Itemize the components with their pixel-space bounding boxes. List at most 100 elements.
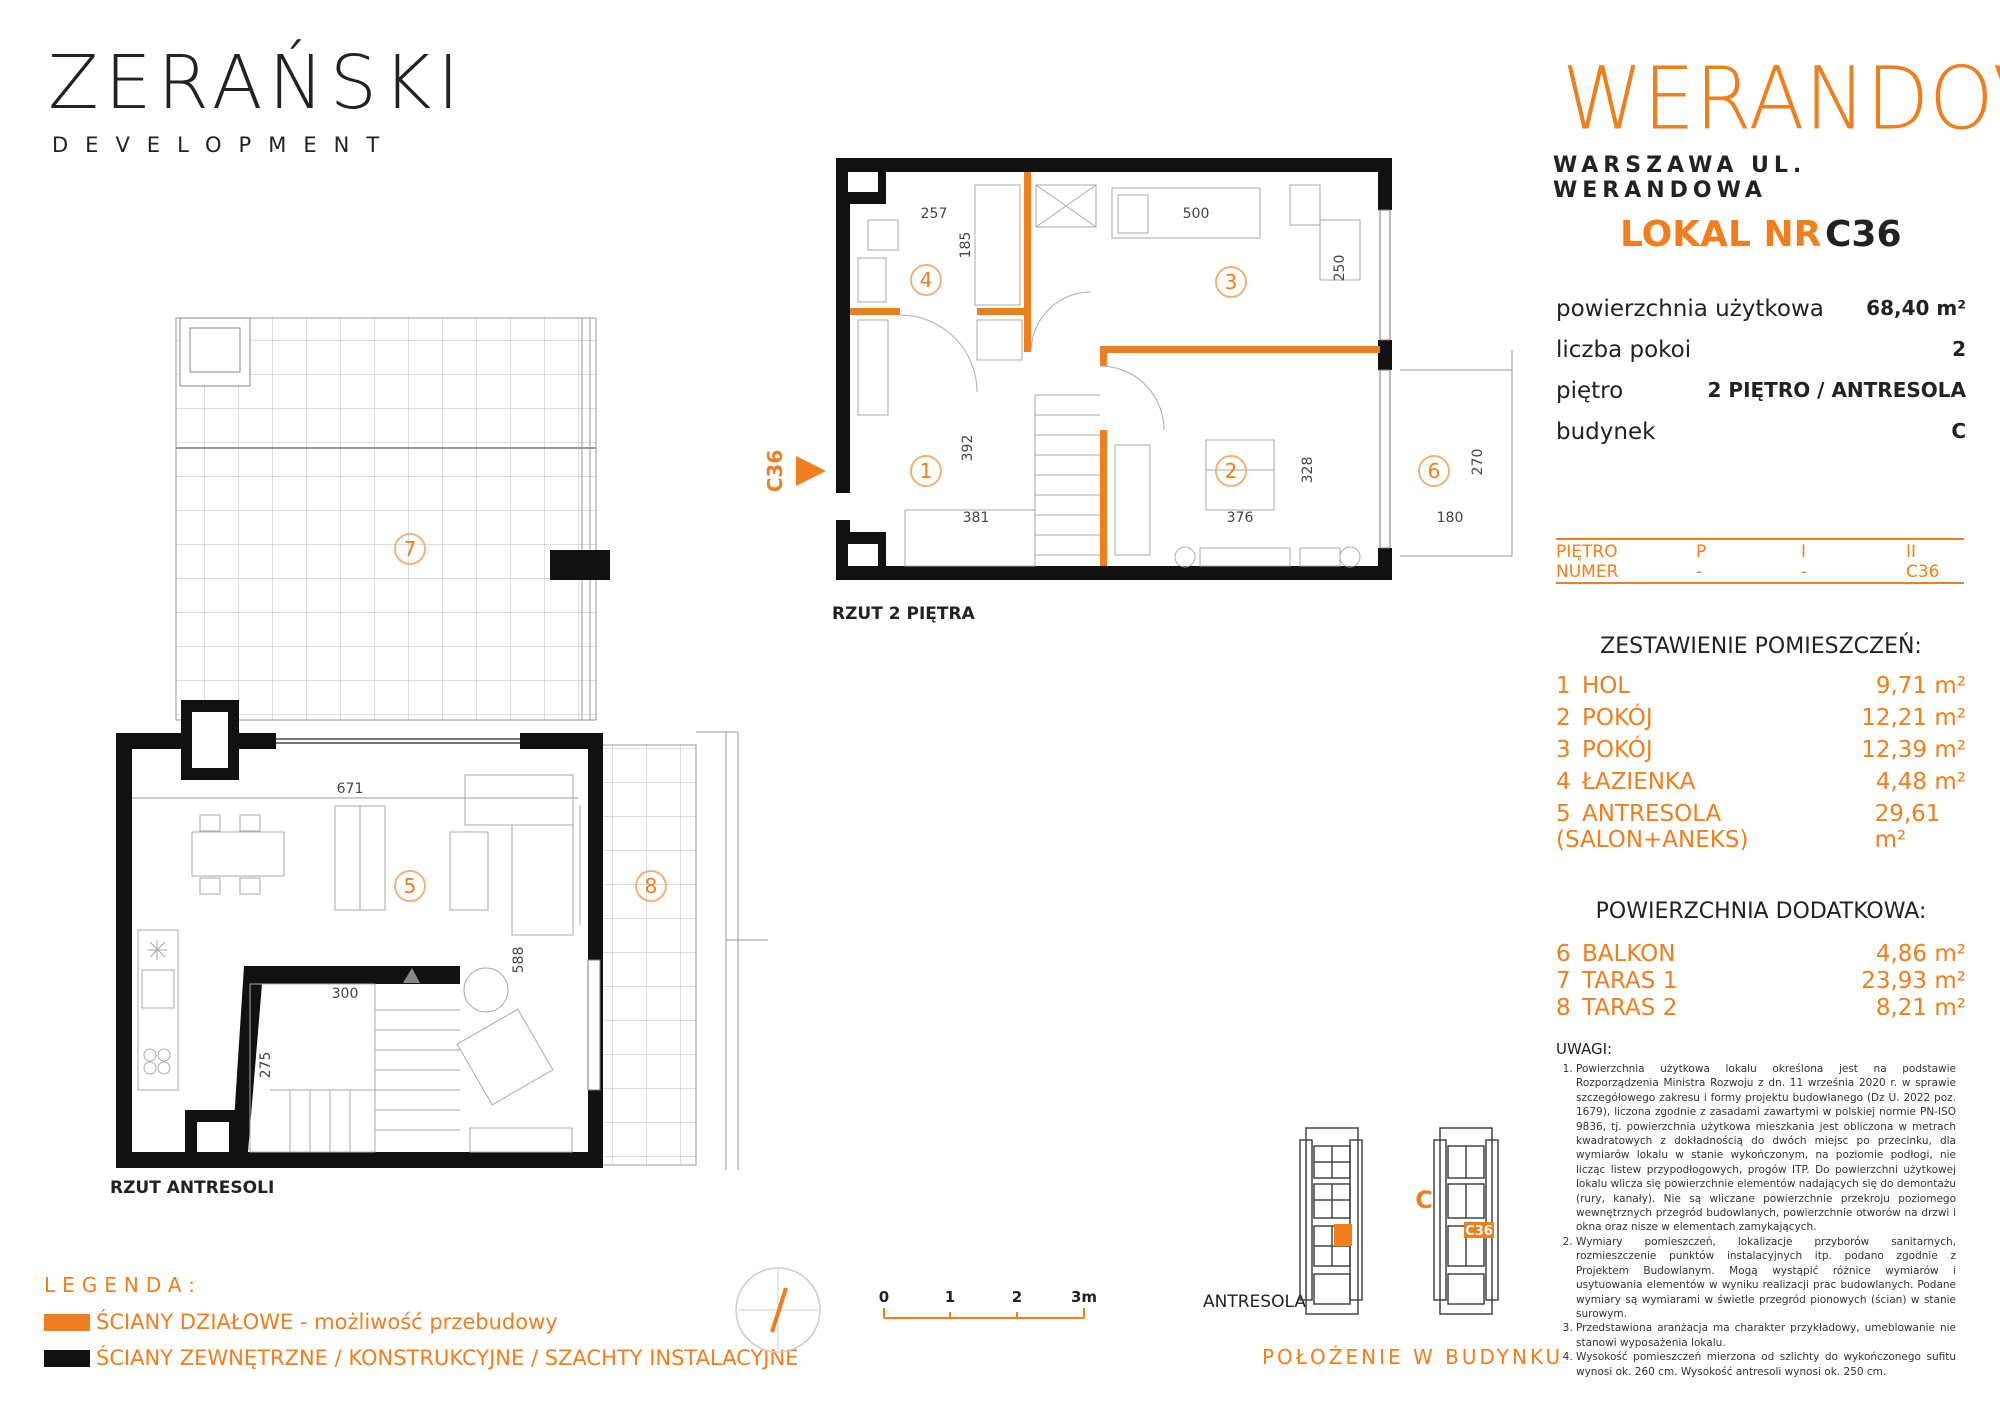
floor-row-cell: - (1801, 562, 1808, 582)
scale-label: 1 (945, 1288, 955, 1306)
dim-label: 500 (1183, 206, 1210, 222)
info-row: budynek C (1556, 419, 1966, 445)
floor-header-cell: II (1906, 542, 1917, 562)
dim-label: 376 (1227, 510, 1254, 526)
floor-table: PIĘTRO P I II NUMER - - C36 (1556, 538, 1964, 584)
floor-row-cell: C36 (1906, 562, 1940, 582)
note-item: Wysokość pomieszczeń mierzona od szlicht… (1576, 1350, 1956, 1379)
room-number-marker: 7 (404, 537, 417, 561)
compass-icon (735, 1267, 821, 1353)
lower-plan: 671 588 300 275 (116, 700, 603, 1168)
extra-name: BALKON (1582, 941, 1676, 967)
project-logo: WERANDOVA (1562, 49, 2000, 150)
dim-label: 250 (1332, 255, 1348, 282)
scale-label: 2 (1012, 1288, 1022, 1306)
room-name: ANTRESOLA (SALON+ANEKS) (1556, 801, 1749, 853)
dim-label: 180 (1437, 510, 1464, 526)
legend-label: ŚCIANY DZIAŁOWE - możliwość przebudowy (96, 1310, 558, 1334)
info-row: liczba pokoi 2 (1556, 337, 1966, 363)
upper-plan-title: RZUT 2 PIĘTRA (832, 604, 975, 624)
lokal-label: LOKAL NR (1620, 214, 1822, 255)
room-number-marker: 3 (1225, 270, 1238, 294)
developer-logo: ZERAŃSKI (48, 40, 466, 126)
location-map (1299, 1127, 1499, 1315)
location-title: POŁOŻENIE W BUDYNKU (1262, 1345, 1564, 1369)
room-number-marker: 4 (920, 268, 933, 292)
info-label: powierzchnia użytkowa (1556, 296, 1824, 322)
extra-name: TARAS 1 (1582, 968, 1678, 994)
dim-label: 588 (511, 947, 527, 974)
dim-label: 300 (332, 986, 359, 1002)
scale-label: 0 (879, 1288, 889, 1306)
unit-location-label: C36 (1465, 1224, 1493, 1239)
extra-area: 4,86 m² (1875, 941, 1966, 967)
info-value: 2 PIĘTRO / ANTRESOLA (1707, 378, 1966, 402)
room-area: 29,61 m² (1874, 801, 1941, 853)
info-value: 68,40 m² (1866, 296, 1966, 320)
info-label: piętro (1556, 378, 1624, 404)
room-name: POKÓJ (1582, 737, 1653, 763)
building-label: C (1415, 1186, 1433, 1214)
notes: Powierzchnia użytkowa lokalu określona j… (1556, 1062, 1956, 1379)
dim-label: 257 (921, 206, 948, 222)
room-area: 9,71 m² (1875, 673, 1966, 699)
dim-label: 270 (1470, 449, 1486, 476)
room-area: 12,39 m² (1861, 737, 1966, 763)
dim-label: 275 (258, 1052, 274, 1079)
extra-name: TARAS 2 (1582, 995, 1678, 1021)
legend-swatch-black (44, 1349, 90, 1367)
notes-title: UWAGI: (1556, 1040, 1613, 1058)
legend-swatch-orange (44, 1313, 90, 1331)
legend-title: LEGENDA: (44, 1273, 202, 1297)
info-value: 2 (1952, 337, 1966, 361)
room-name: ŁAZIENKA (1582, 769, 1696, 795)
rooms-title: ZESTAWIENIE POMIESZCZEŃ: (1600, 634, 1922, 659)
legend-item: ŚCIANY DZIAŁOWE - możliwość przebudowy (44, 1310, 558, 1334)
room-area: 12,21 m² (1861, 705, 1966, 731)
developer-sub: DEVELOPMENT (52, 133, 397, 157)
info-row: powierzchnia użytkowa 68,40 m² (1556, 296, 1966, 322)
floor-header-cell: PIĘTRO (1556, 542, 1618, 562)
floor-header-cell: P (1696, 542, 1707, 562)
info-label: budynek (1556, 419, 1656, 445)
floor-header-cell: I (1801, 542, 1807, 562)
terrace-8 (595, 731, 768, 1170)
lower-plan-title: RZUT ANTRESOLI (110, 1178, 275, 1198)
lokal-number: C36 (1825, 214, 1902, 255)
room-number-marker: 5 (404, 874, 417, 898)
legend-item: ŚCIANY ZEWNĘTRZNE / KONSTRUKCYJNE / SZAC… (44, 1346, 798, 1370)
terrace-7 (175, 317, 610, 721)
info-value: C (1951, 419, 1966, 443)
floor-row-cell: NUMER (1556, 562, 1619, 582)
antresola-label: ANTRESOLA (1203, 1292, 1306, 1312)
upper-plan: 257 185 500 250 392 381 376 328 270 180 … (763, 158, 1513, 580)
room-area: 4,48 m² (1875, 769, 1966, 795)
legend-label: ŚCIANY ZEWNĘTRZNE / KONSTRUKCYJNE / SZAC… (96, 1346, 799, 1370)
room-number-marker: 6 (1428, 459, 1441, 483)
room-number-marker: 8 (645, 874, 658, 898)
room-number-marker: 2 (1225, 459, 1238, 483)
note-item: Przedstawiona aranżacja ma charakter prz… (1576, 1321, 1956, 1350)
entry-label: C36 (763, 450, 787, 493)
dim-label: 392 (960, 435, 976, 462)
project-address: WARSZAWA UL. WERANDOWA (1553, 153, 1807, 203)
extra-title: POWIERZCHNIA DODATKOWA: (1595, 899, 1927, 924)
note-item: Wymiary pomieszczeń, lokalizacje przybor… (1576, 1235, 1956, 1321)
note-item: Powierzchnia użytkowa lokalu określona j… (1576, 1062, 1956, 1235)
extra-area: 23,93 m² (1861, 968, 1966, 994)
dim-label: 185 (958, 232, 974, 259)
room-name: HOL (1582, 673, 1631, 699)
dim-label: 328 (1300, 457, 1316, 484)
extra-area: 8,21 m² (1875, 995, 1966, 1021)
scale-label: 3m (1071, 1288, 1097, 1306)
floor-row-cell: - (1696, 562, 1703, 582)
info-row: piętro 2 PIĘTRO / ANTRESOLA (1556, 378, 1966, 404)
